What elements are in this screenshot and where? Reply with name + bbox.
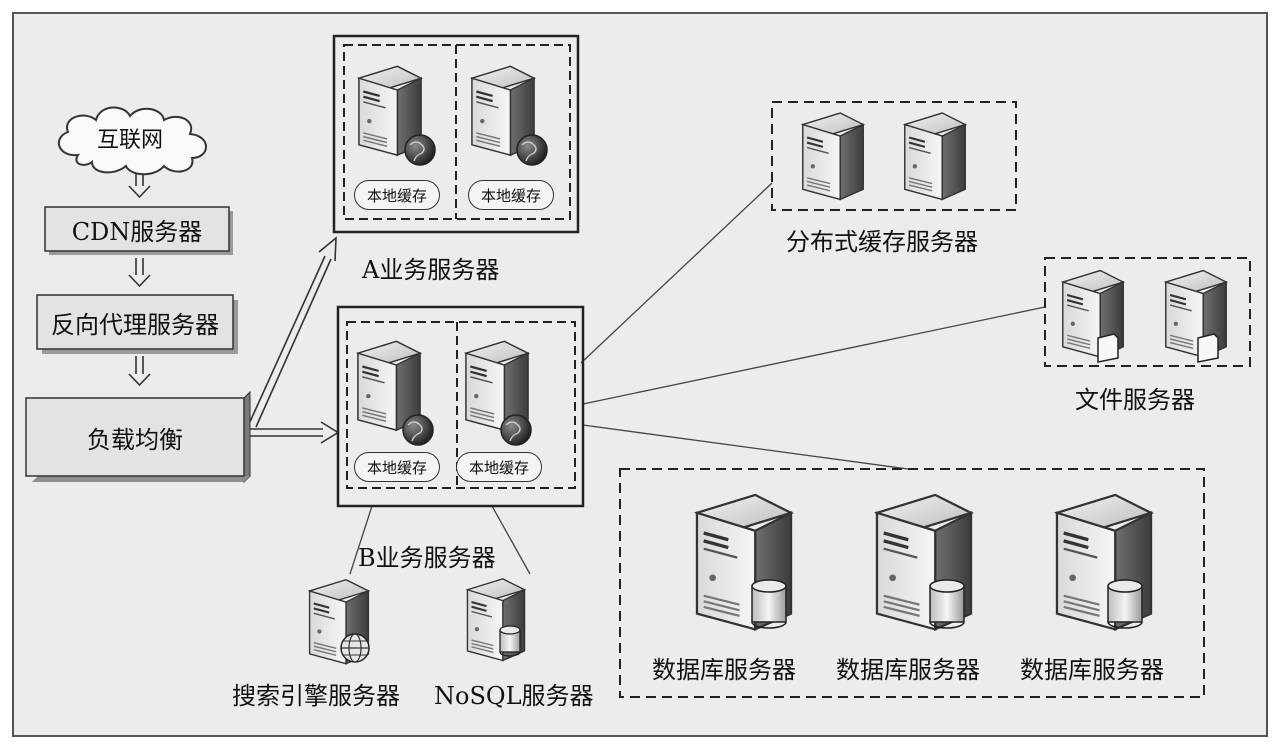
arrow-lb-to-b xyxy=(249,421,340,444)
search-engine-label: 搜索引擎服务器 xyxy=(232,682,400,710)
internet-label: 互联网 xyxy=(96,128,163,153)
database-cylinder-icon xyxy=(929,579,965,629)
link-search-engine xyxy=(349,505,373,575)
internet-cloud xyxy=(57,106,207,176)
link-nosql xyxy=(491,505,531,575)
file-server-group xyxy=(1044,257,1251,367)
local-cache-badge: 本地缓存 xyxy=(468,180,554,210)
server-b-label: B业务服务器 xyxy=(358,544,496,572)
database-group xyxy=(619,468,1205,698)
server-a-group xyxy=(332,34,580,234)
proxy-box-shape xyxy=(36,294,238,354)
server-a-label: A业务服务器 xyxy=(362,256,500,284)
local-cache-badge: 本地缓存 xyxy=(354,452,440,482)
search-engine-node xyxy=(308,578,370,665)
hollow-arrows xyxy=(128,166,340,444)
load-balancer-box: 负载均衡 xyxy=(87,425,183,454)
nosql-label: NoSQL服务器 xyxy=(434,682,594,710)
database-label: 数据库服务器 xyxy=(1020,656,1164,684)
link-file-server xyxy=(582,306,1046,405)
database-label: 数据库服务器 xyxy=(836,656,980,684)
file-icon xyxy=(1197,333,1219,363)
link-database xyxy=(582,424,909,470)
cdn-box-shape xyxy=(44,206,233,255)
globe-icon xyxy=(500,414,532,446)
globe-icon xyxy=(404,134,436,166)
database-cylinder-icon xyxy=(1107,579,1143,629)
reverse-proxy-box: 反向代理服务器 xyxy=(51,310,219,339)
database-cylinder-icon xyxy=(751,579,787,629)
server-icon xyxy=(903,111,967,201)
link-distributed-cache xyxy=(580,182,773,364)
arrow-lb-to-a xyxy=(248,236,337,428)
arrow-proxy-to-lb xyxy=(128,356,151,387)
database-label: 数据库服务器 xyxy=(652,656,796,684)
file-server-label: 文件服务器 xyxy=(1075,386,1195,414)
diagram-frame xyxy=(12,12,1268,737)
arrow-cdn-to-proxy xyxy=(128,258,151,288)
cdn-server-box: CDN服务器 xyxy=(71,217,203,246)
globe-icon xyxy=(402,414,434,446)
globe-icon xyxy=(516,134,548,166)
distributed-cache-label: 分布式缓存服务器 xyxy=(786,228,978,256)
distributed-cache-group xyxy=(771,101,1017,211)
nosql-node xyxy=(466,577,526,662)
local-cache-badge: 本地缓存 xyxy=(456,452,542,482)
local-cache-badge: 本地缓存 xyxy=(354,180,440,210)
server-icon xyxy=(801,111,865,201)
file-icon xyxy=(1097,333,1119,363)
server-b-group xyxy=(336,305,585,508)
globe-icon xyxy=(340,633,370,663)
database-cylinder-icon xyxy=(499,625,521,657)
lb-box-shape xyxy=(25,390,251,484)
